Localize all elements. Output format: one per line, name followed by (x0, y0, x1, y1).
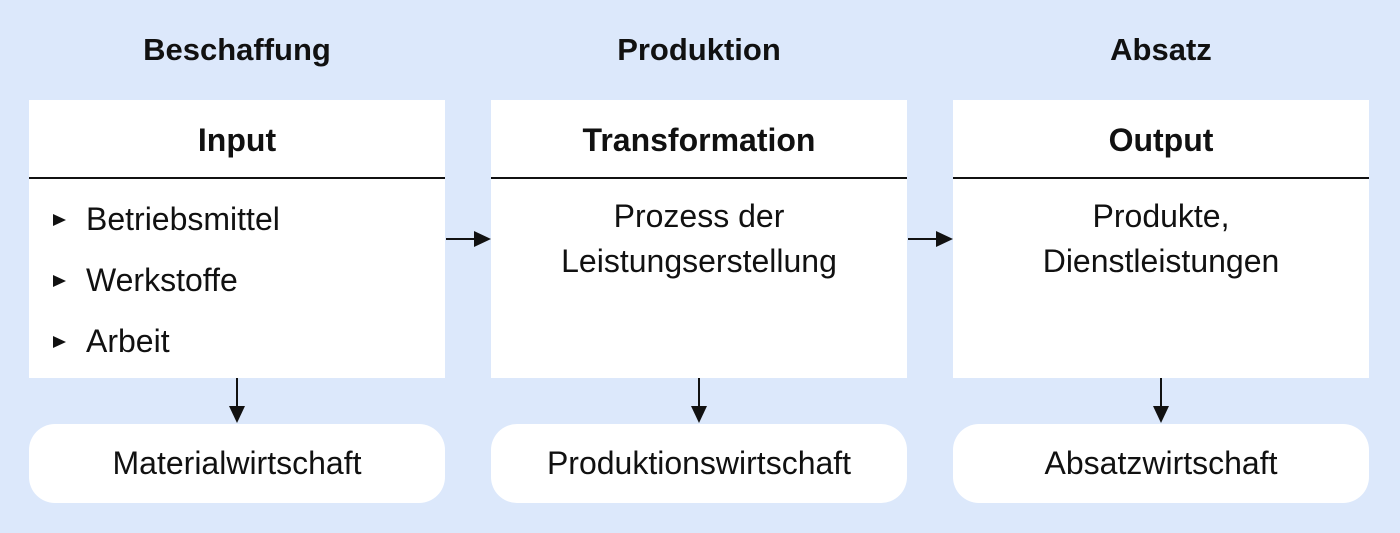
box-output: Output Produkte, Dienstleistungen (953, 100, 1369, 378)
box-header-transformation: Transformation (491, 100, 907, 179)
arrow-right-icon (908, 231, 953, 247)
list-item-label: Arbeit (86, 323, 170, 359)
triangle-bullet-icon (53, 214, 66, 226)
body-line: Dienstleistungen (1042, 243, 1280, 279)
arrow-down-icon (229, 378, 245, 423)
triangle-bullet-icon (53, 336, 66, 348)
box-transformation: Transformation Prozess der Leistungserst… (491, 100, 907, 378)
list-item-label: Betriebsmittel (86, 201, 280, 237)
box-body-transformation: Prozess der Leistungserstellung (491, 179, 907, 284)
arrow-right-icon (446, 231, 491, 247)
result-produktionswirtschaft: Produktionswirtschaft (491, 424, 907, 503)
list-item: Arbeit (29, 311, 445, 372)
box-header-output: Output (953, 100, 1369, 179)
list-item-label: Werkstoffe (86, 262, 238, 298)
body-line: Produkte, (1092, 198, 1230, 234)
box-input: Input Betriebsmittel Werkstoffe Arbeit (29, 100, 445, 378)
arrow-down-icon (691, 378, 707, 423)
phase-title-absatz: Absatz (1110, 32, 1212, 67)
arrow-down-icon (1153, 378, 1169, 423)
result-absatzwirtschaft: Absatzwirtschaft (953, 424, 1369, 503)
phase-title-beschaffung: Beschaffung (143, 32, 331, 67)
phase-title-produktion: Produktion (617, 32, 781, 67)
list-item: Betriebsmittel (29, 189, 445, 250)
body-line: Leistungserstellung (561, 243, 837, 279)
body-line: Prozess der (613, 198, 785, 234)
result-materialwirtschaft: Materialwirtschaft (29, 424, 445, 503)
input-list: Betriebsmittel Werkstoffe Arbeit (29, 179, 445, 372)
box-body-output: Produkte, Dienstleistungen (953, 179, 1369, 284)
list-item: Werkstoffe (29, 250, 445, 311)
triangle-bullet-icon (53, 275, 66, 287)
box-header-input: Input (29, 100, 445, 179)
